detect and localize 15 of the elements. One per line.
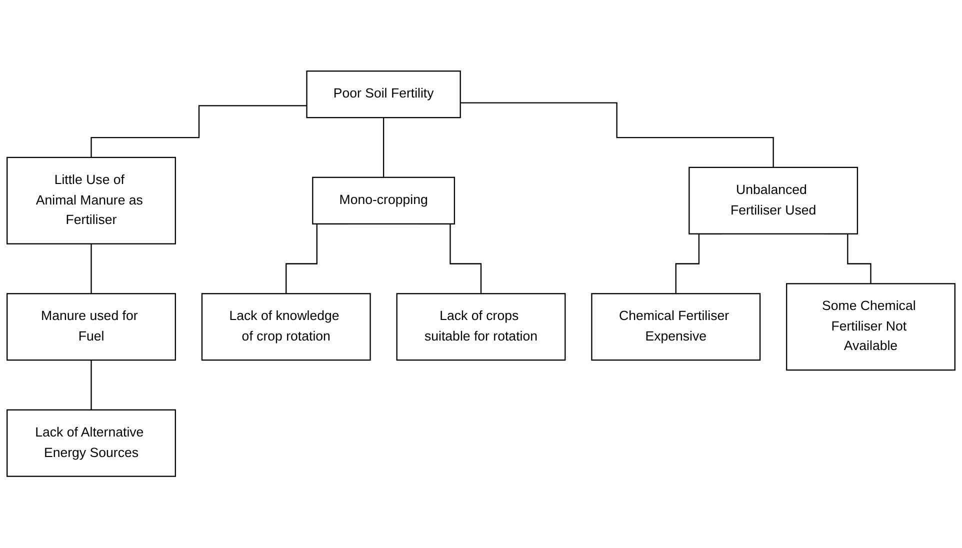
node-box: Chemical Fertiliser Expensive	[591, 293, 761, 361]
node-box: Lack of Alternative Energy Sources	[6, 410, 176, 478]
node-box: Some Chemical Fertiliser Not Available	[786, 283, 956, 371]
node-box: Unbalanced Fertiliser Used	[688, 167, 858, 235]
connector	[460, 102, 774, 168]
node-box: Little Use of Animal Manure as Fertiliser	[6, 157, 176, 245]
node-box: Manure used for Fuel	[6, 293, 176, 361]
node-box: Mono-cropping	[312, 177, 456, 225]
connector	[90, 105, 307, 158]
connector	[383, 117, 384, 178]
node-box: Lack of crops suitable for rotation	[396, 293, 566, 361]
connector	[90, 360, 92, 411]
connector	[90, 244, 92, 294]
node-box: Lack of knowledge of crop rotation	[201, 293, 371, 361]
node-box: Poor Soil Fertility	[306, 70, 461, 118]
